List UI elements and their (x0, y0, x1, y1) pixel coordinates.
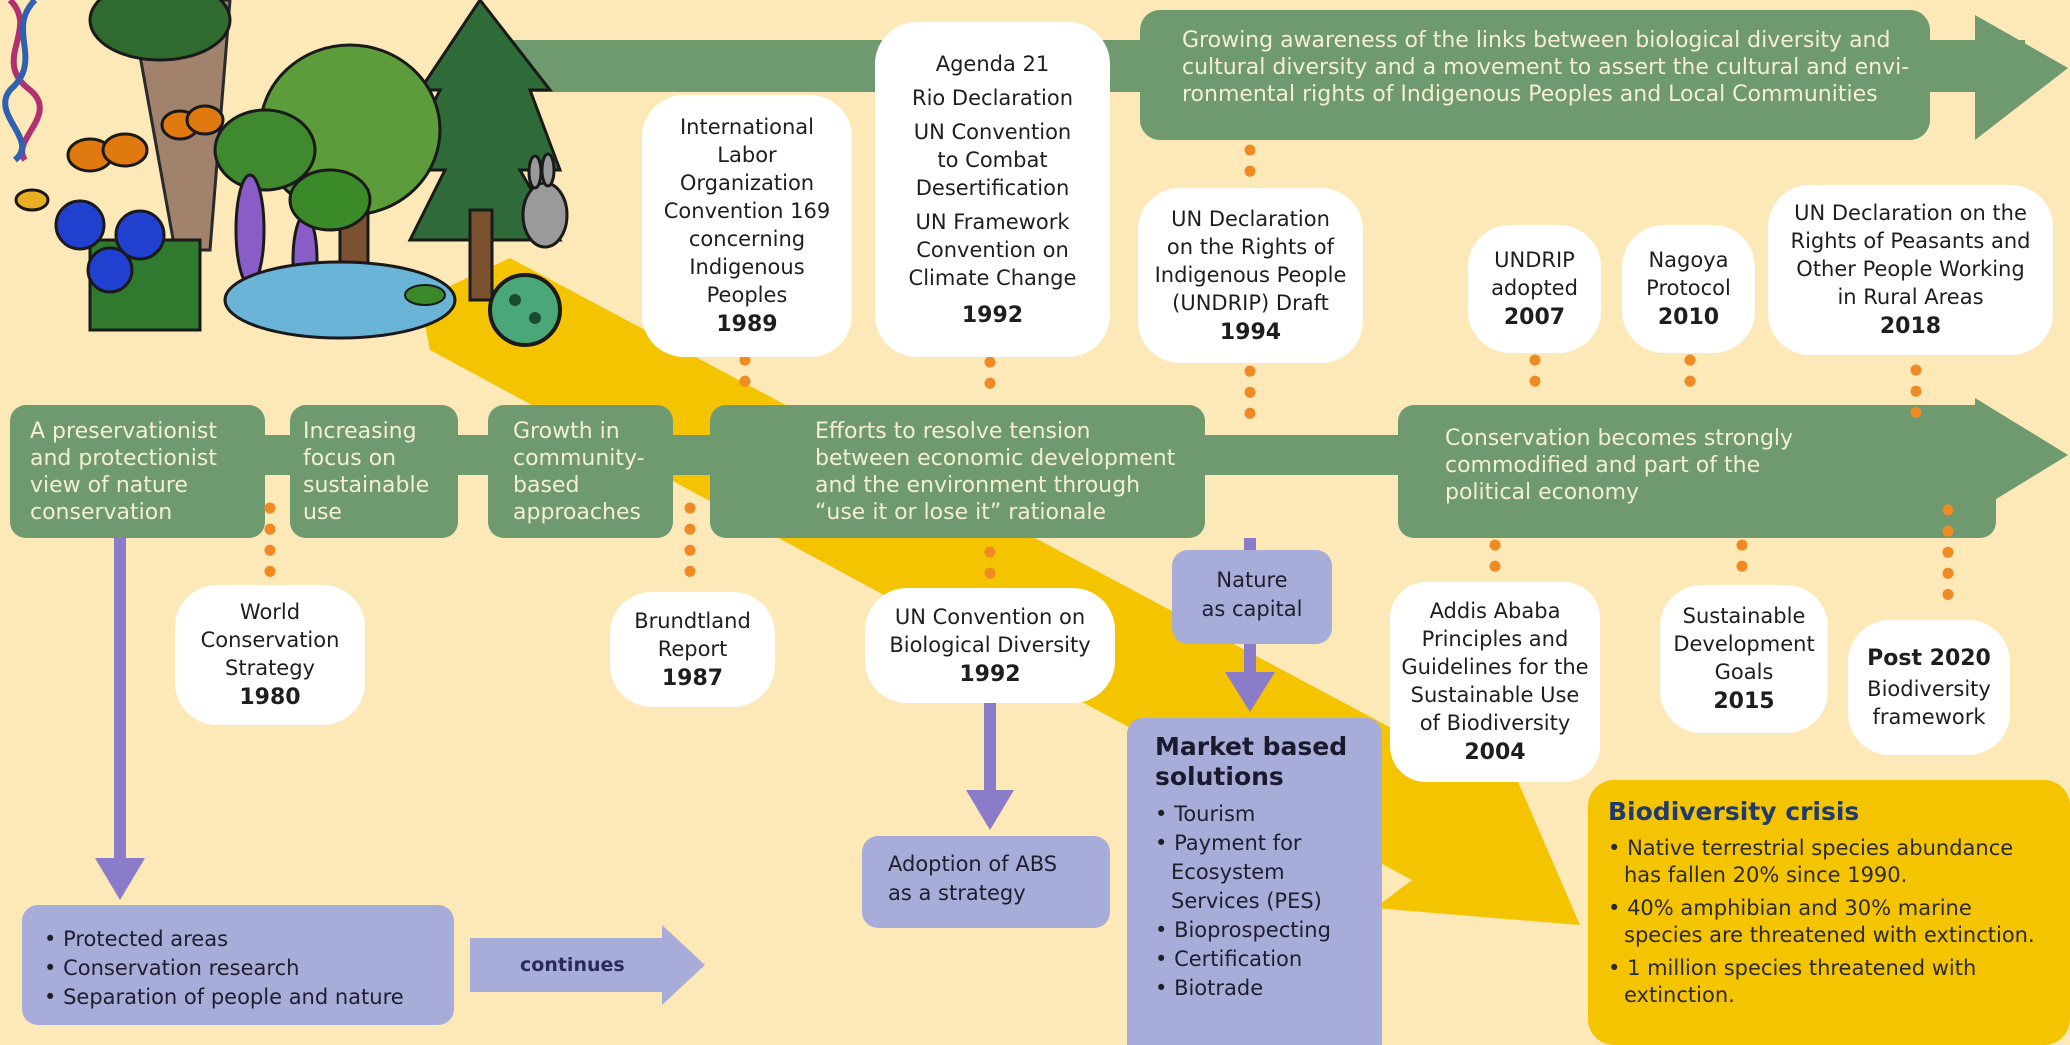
event-year: 1987 (661, 665, 724, 691)
event-year: 2004 (1464, 740, 1526, 765)
top-band-line: cultural diversity and a movement to ass… (1182, 55, 1910, 80)
list-item: • 1 million species threatened with exti… (1608, 956, 1977, 1007)
event-year: 1994 (1219, 319, 1282, 345)
pond-icon (223, 260, 457, 340)
biodiversity-crisis-box: Biodiversity crisis • Native terrestrial… (1588, 780, 2070, 1045)
butterfly-icon (66, 104, 225, 173)
bee-icon (14, 188, 50, 212)
list-item: • 40% amphibian and 30% marine species a… (1608, 896, 2035, 947)
list-item: • Biotrade (1155, 976, 1264, 1000)
nature-illustration (2, 0, 569, 347)
top-band-line: ronmental rights of Indigenous Peoples a… (1182, 82, 1878, 107)
list-item: • Certification (1155, 947, 1303, 971)
protected-areas-list: Protected areas Conservation research Se… (44, 925, 454, 1012)
tree-icon (88, 0, 563, 302)
event-year: 1992 (961, 302, 1024, 328)
main-timeline-arrow (10, 398, 2068, 538)
list-item: Conservation research (44, 954, 454, 983)
event-year: 2010 (1657, 305, 1720, 330)
list-item: • Native terrestrial species abundance h… (1608, 836, 2014, 887)
top-band-line: Growing awareness of the links between b… (1182, 28, 1891, 53)
rabbit-icon (521, 152, 569, 249)
continues-label: continues (520, 954, 625, 976)
crisis-title: Biodiversity crisis (1608, 797, 1860, 826)
event-year: 2015 (1713, 689, 1775, 714)
top-band-text: Growing awareness of the links between b… (1182, 27, 1942, 108)
dna-icon (2, 0, 43, 163)
event-year: 1980 (239, 685, 301, 710)
continues-arrow (470, 925, 705, 1005)
protected-areas-box: Protected areas Conservation research Se… (22, 905, 454, 1025)
top-green-arrow (505, 10, 2068, 140)
list-item: • Payment for (1155, 831, 1302, 855)
list-item: Protected areas (44, 925, 454, 954)
list-item: Services (PES) (1171, 889, 1322, 913)
event-year: Post 2020 (1867, 645, 1991, 671)
list-item: • Tourism (1155, 802, 1256, 826)
dotted-connectors (264, 144, 1954, 621)
event-year: 1989 (716, 312, 778, 337)
virus-icon (488, 273, 562, 347)
list-item: Ecosystem (1171, 860, 1285, 884)
list-item: • Bioprospecting (1155, 918, 1331, 942)
event-year: 2018 (1879, 314, 1942, 339)
list-item: Separation of people and nature (44, 983, 454, 1012)
event-year: 1992 (959, 661, 1021, 687)
event-year: 2007 (1503, 305, 1566, 330)
